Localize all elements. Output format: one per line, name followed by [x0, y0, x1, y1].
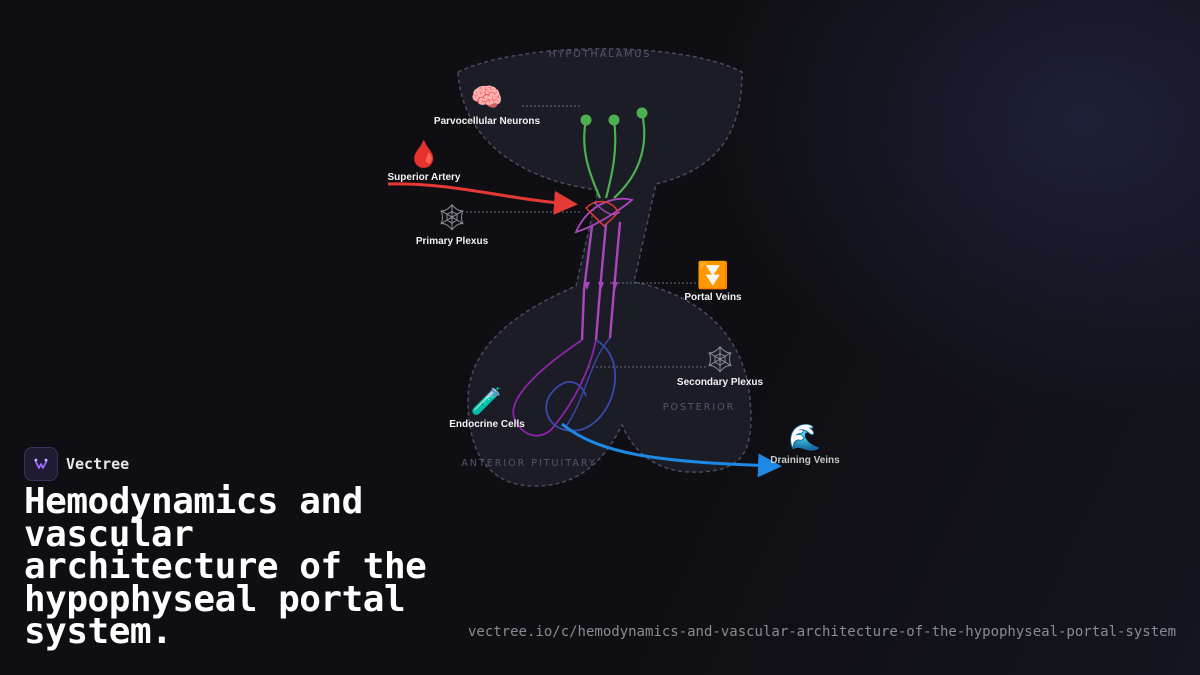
brand: Vectree: [24, 447, 129, 481]
web-icon: 🕸: [703, 345, 736, 375]
superior-artery-vessel: [387, 182, 578, 215]
label-parvocellular-neurons: Parvocellular Neurons: [434, 116, 541, 127]
label-secondary-plexus: Secondary Plexus: [677, 377, 764, 388]
web-icon: 🕸: [435, 203, 468, 233]
source-url[interactable]: vectree.io/c/hemodynamics-and-vascular-a…: [467, 624, 1176, 640]
neuron-axon-1: [583, 119, 602, 199]
wave-icon: 🌊: [789, 422, 821, 453]
portal-flow-arrow-2: [598, 282, 604, 290]
vectree-logo-icon: [24, 447, 58, 481]
blood-drop-icon: 🩸: [408, 139, 440, 170]
test-tube-icon: 🧪: [471, 387, 503, 417]
double-down-arrow-icon: ⏬: [697, 260, 729, 291]
label-endocrine-cells: Endocrine Cells: [449, 419, 525, 430]
region-label-hypothalamus: HYPOTHALAMUS: [549, 49, 652, 60]
portal-flow-arrow-3: [612, 282, 618, 290]
portal-vein-3: [608, 221, 622, 339]
gland-outline: [457, 48, 752, 487]
neuron-axon-3: [613, 112, 646, 199]
neuron-body-3: [636, 107, 648, 119]
primary-plexus-capillaries: [574, 197, 634, 234]
region-label-posterior: POSTERIOR: [663, 402, 736, 413]
neuron-body-1: [580, 114, 592, 126]
label-superior-artery: Superior Artery: [388, 172, 461, 183]
brand-name: Vectree: [66, 455, 130, 473]
label-draining-veins: Draining Veins: [770, 455, 840, 466]
region-label-anterior-pituitary: ANTERIOR PITUITARY: [461, 458, 596, 469]
portal-vein-1: [580, 225, 594, 341]
neuron-axon-2: [604, 119, 617, 199]
portal-flow-arrow-1: [584, 282, 590, 290]
secondary-plexus-capillaries: [512, 337, 616, 437]
label-primary-plexus: Primary Plexus: [416, 236, 489, 247]
portal-vein-2: [594, 223, 608, 341]
draining-vein-vessel: [561, 422, 782, 478]
neuron-body-2: [608, 114, 620, 126]
page-title: Hemodynamics and vascular architecture o…: [24, 481, 427, 652]
label-portal-veins: Portal Veins: [684, 292, 742, 303]
brain-icon: 🧠: [471, 83, 503, 113]
